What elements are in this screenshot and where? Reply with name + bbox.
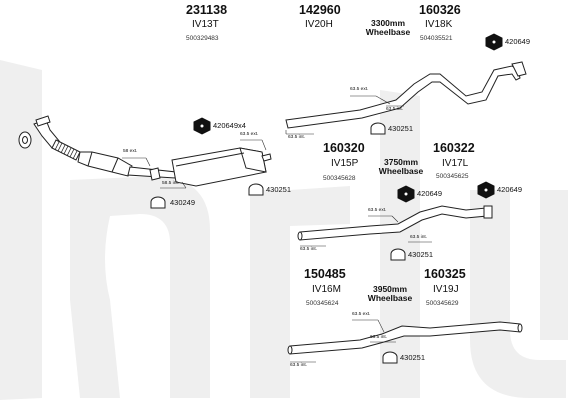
part-number-420649-mid-left: 420649	[417, 189, 443, 198]
dim-label-585-int: 58.5 int.	[162, 181, 180, 186]
part-code-160320: 160320	[323, 141, 365, 155]
rear-muffler-end	[239, 147, 267, 173]
dim-label-int-mid-left: 63.5 int.	[300, 247, 318, 252]
dim-label-ext-mid: 63.5 ext.	[368, 208, 387, 213]
rear-pipe-3-start	[287, 345, 293, 355]
rear-pipe-1-tip	[511, 61, 527, 77]
mount-icon-420649-top	[485, 33, 503, 51]
dim-label-ext-front: 63.5 ext.	[240, 132, 259, 137]
part-number-430251-bottom: 430251	[400, 353, 426, 362]
wheelbase-value: 3300mm	[370, 18, 406, 28]
part-number-430249: 430249	[170, 198, 196, 207]
wheelbase-3950: 3950mm Wheelbase	[358, 285, 422, 303]
clamp-icons	[150, 122, 406, 364]
dim-label-ext-bottom: 63.5 ext.	[352, 312, 371, 317]
wheelbase-label: Wheelbase	[365, 26, 411, 37]
model-iv19j: IV19J	[433, 284, 459, 295]
model-iv13t: IV13T	[192, 19, 219, 30]
downpipe-flange	[35, 115, 51, 127]
clamp-icon-430251-mid	[390, 248, 406, 261]
model-iv16m: IV16M	[312, 284, 341, 295]
rear-pipe-2-tip	[483, 205, 493, 219]
part-number-420649x4: 420649x4	[213, 121, 246, 130]
catalytic-converter	[77, 151, 133, 177]
part-number-430251-top: 430251	[388, 124, 414, 133]
rear-pipe-1-body	[285, 65, 521, 129]
wheelbase-value: 3750mm	[383, 157, 419, 167]
model-iv17l: IV17L	[442, 158, 469, 169]
tail-pipe-front	[261, 153, 272, 162]
dim-label-int-mid: 63.5 int.	[410, 235, 428, 240]
watermark-shape	[290, 186, 350, 226]
dim-label-int-bottom-left: 63.5 int.	[290, 363, 308, 368]
clamp-icon-430251-front	[248, 183, 264, 196]
oe-500345625: 500345625	[436, 173, 469, 180]
oe-500345628: 500345628	[323, 175, 356, 182]
rear-pipe-2	[297, 205, 493, 241]
rear-pipe-1	[285, 61, 527, 129]
part-number-420649-top: 420649	[505, 37, 531, 46]
part-code-142960: 142960	[299, 3, 341, 17]
catalyst-shell-line	[87, 151, 93, 167]
rear-muffler-seam	[175, 152, 245, 167]
dim-label-ext-top: 63.5 ext.	[350, 87, 369, 92]
rubber-mount-icons	[193, 33, 503, 203]
part-number-420649-mid-right: 420649	[497, 185, 523, 194]
oe-500345629: 500345629	[426, 300, 459, 307]
front-bracket	[149, 167, 161, 181]
part-code-160322: 160322	[433, 141, 475, 155]
oe-504035521: 504035521	[420, 35, 453, 42]
oe-500329483: 500329483	[186, 35, 219, 42]
wheelbase-3750: 3750mm Wheelbase	[369, 158, 433, 176]
wheelbase-value: 3950mm	[372, 284, 408, 294]
watermark-shape	[540, 190, 568, 340]
model-iv18k: IV18K	[425, 19, 453, 30]
part-number-430251-mid: 430251	[408, 250, 434, 259]
clamp-icon-430251-top	[370, 122, 386, 135]
part-code-160325: 160325	[424, 267, 466, 281]
catalyst-shell-line-2	[111, 157, 119, 173]
mount-icon-420649x4	[193, 117, 211, 135]
front-pipe-assembly	[18, 115, 272, 187]
wheelbase-label: Wheelbase	[367, 292, 413, 303]
dim-label-int-top: 63.5 int.	[386, 107, 404, 112]
wheelbase-label: Wheelbase	[378, 165, 424, 176]
watermark-letters	[0, 60, 568, 400]
rear-pipe-2-body	[299, 205, 488, 241]
rear-pipe-3-body	[289, 321, 521, 355]
rear-pipe-3-end	[517, 323, 523, 333]
dimension-lines	[122, 95, 432, 363]
watermark-shape	[380, 90, 420, 398]
wheelbase-3300: 3300mm Wheelbase	[356, 19, 420, 37]
watermark-shape	[250, 190, 290, 398]
clamp-icon-430251-bottom	[382, 351, 398, 364]
oe-500345624: 500345624	[306, 300, 339, 307]
flex-corrugation	[54, 141, 78, 160]
dim-label-int-bottom: 63.5 int.	[370, 335, 388, 340]
part-code-160326: 160326	[419, 3, 461, 17]
part-code-231138: 231138	[186, 3, 228, 17]
clamp-icon-430249	[150, 196, 166, 209]
rear-pipe-2-start	[297, 231, 303, 241]
dim-label-58-ext: 58 ext.	[123, 149, 138, 154]
front-flange-hole	[22, 136, 28, 144]
watermark-shape	[70, 176, 210, 398]
model-iv20h: IV20H	[305, 19, 333, 30]
mount-icon-420649-mid-left	[397, 185, 415, 203]
watermark-shape	[470, 190, 566, 398]
model-iv15p: IV15P	[331, 158, 359, 169]
watermark-shape	[0, 60, 42, 400]
dim-label-int-top-left: 63.5 int.	[288, 135, 306, 140]
mount-icon-420649-mid-right	[477, 181, 495, 199]
rear-pipe-3	[287, 321, 523, 355]
part-number-430251-front: 430251	[266, 185, 292, 194]
part-code-150485: 150485	[304, 267, 346, 281]
